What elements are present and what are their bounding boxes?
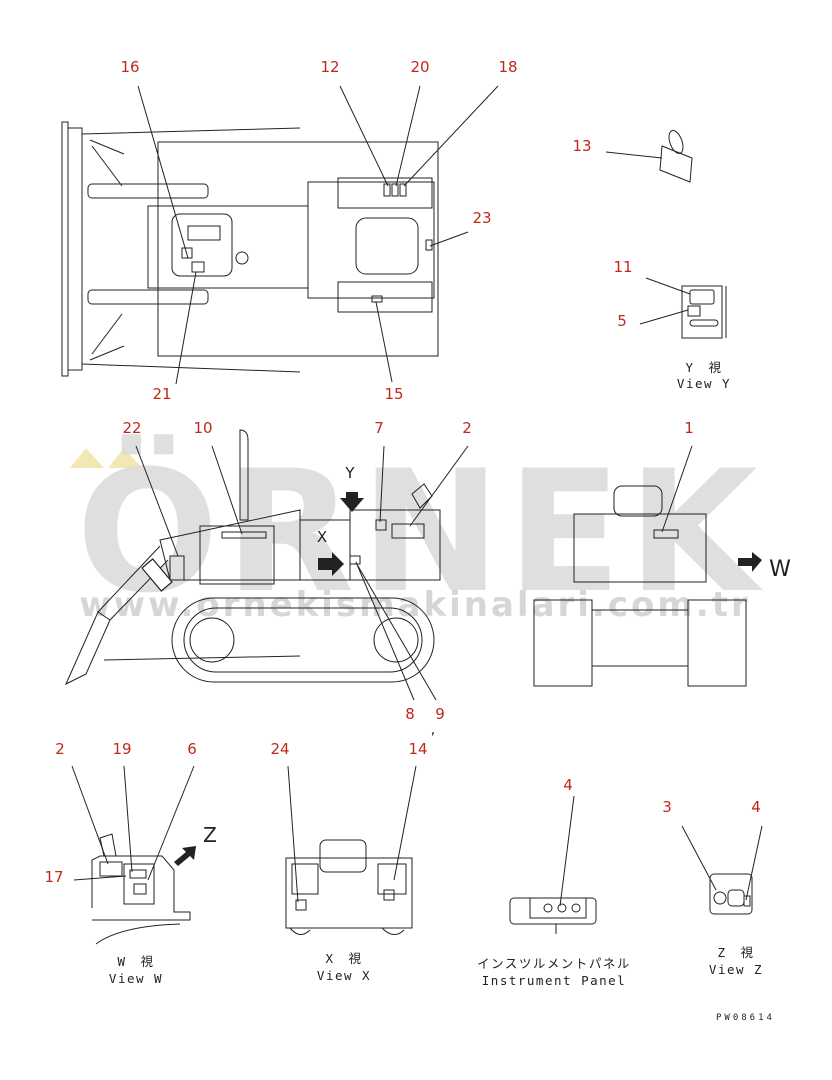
view-x-label-jp: X 視 (325, 951, 362, 966)
view-x-drawing (285, 765, 417, 935)
view-w-label: View W (109, 971, 163, 986)
callout-7: 7 (374, 419, 384, 437)
side-view-drawing: Y X (64, 429, 469, 701)
callout-8: 8 (405, 705, 415, 723)
arrow-y-icon (340, 492, 364, 512)
view-y-drawing (639, 277, 727, 339)
callout-9: 9 (435, 705, 445, 723)
callout-2-side: 2 (462, 419, 472, 437)
callout-4-panel: 4 (563, 776, 573, 794)
top-view-drawing (61, 85, 499, 385)
drawing-code: PW08614 (716, 1013, 775, 1023)
callout-1: 1 (684, 419, 694, 437)
callout-18: 18 (498, 58, 517, 76)
callout-6: 6 (187, 740, 197, 758)
front-view-drawing: W (533, 445, 791, 687)
callout-13: 13 (572, 137, 591, 155)
callout-2-w: 2 (55, 740, 65, 758)
view-y-label: View Y (677, 376, 731, 391)
callout-5: 5 (617, 312, 627, 330)
arrow-z-letter: Z (203, 823, 217, 847)
callout-11: 11 (613, 258, 632, 276)
comma-mark: , (431, 722, 435, 738)
arrow-w-icon (738, 552, 762, 572)
instrument-panel-label-jp: インスツルメントパネル (477, 956, 631, 971)
callout-14: 14 (408, 740, 427, 758)
view-w-drawing: Z (71, 765, 217, 945)
arrow-y-letter: Y (344, 464, 355, 482)
callout-3: 3 (662, 798, 672, 816)
callout-23: 23 (472, 209, 491, 227)
arrow-z-icon (174, 846, 196, 866)
view-w-label-jp: W 視 (117, 954, 154, 969)
view-z-drawing (681, 825, 763, 915)
callout-22: 22 (122, 419, 141, 437)
callout-24: 24 (270, 740, 289, 758)
arrow-x-icon (318, 552, 344, 576)
callout-21: 21 (152, 385, 171, 403)
callout-15: 15 (384, 385, 403, 403)
instrument-panel-label: Instrument Panel (482, 973, 626, 988)
label-13-drawing (605, 130, 693, 183)
instrument-panel-drawing (509, 795, 597, 934)
callouts: 16 12 20 18 13 23 11 5 21 15 22 10 7 2 1… (44, 58, 760, 886)
arrow-x-letter: X (317, 528, 327, 546)
callout-17: 17 (44, 868, 63, 886)
view-z-label-jp: Z 視 (717, 945, 754, 960)
view-y-label-jp: Y 視 (685, 360, 722, 375)
callout-16: 16 (120, 58, 139, 76)
callout-10: 10 (193, 419, 212, 437)
view-z-label: View Z (709, 962, 763, 977)
callout-19: 19 (112, 740, 131, 758)
callout-4-z: 4 (751, 798, 761, 816)
view-labels: Y 視 View Y W 視 View W X 視 View X インスツルメン… (109, 360, 763, 988)
view-x-label: View X (317, 968, 371, 983)
callout-12: 12 (320, 58, 339, 76)
arrow-w-letter: W (769, 557, 791, 582)
callout-20: 20 (410, 58, 429, 76)
